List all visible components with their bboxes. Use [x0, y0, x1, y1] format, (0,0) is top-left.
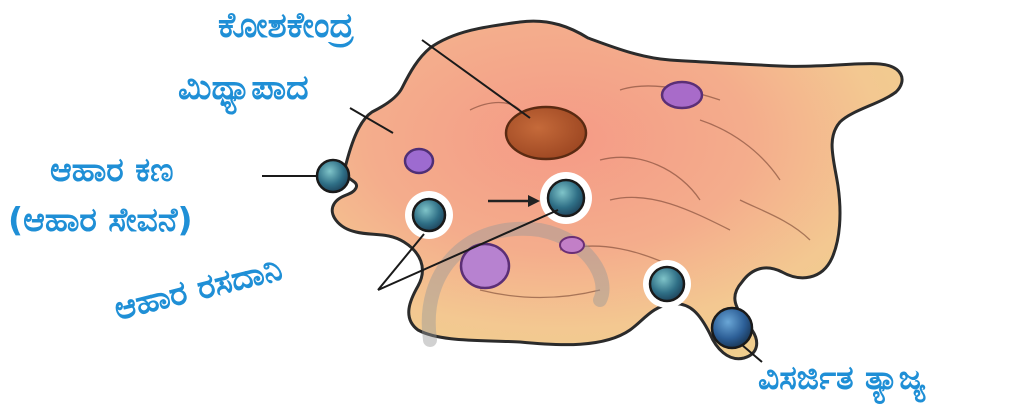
vacuole	[560, 237, 584, 253]
vacuole	[405, 149, 433, 173]
label-food-particle: ಆಹಾರ ಕಣ	[50, 150, 174, 190]
nucleus	[506, 107, 586, 159]
food-vacuole	[548, 180, 584, 216]
excreted-waste	[712, 308, 752, 348]
food-vacuole	[413, 199, 445, 231]
food-vacuole	[650, 267, 684, 301]
vacuole	[662, 82, 702, 108]
label-nucleus: ಕೋಶಕೇಂದ್ರ	[218, 6, 354, 46]
label-excreted-waste: ವಿಸರ್ಜಿತ ತ್ಯಾಜ್ಯ	[758, 358, 925, 398]
cell-body	[332, 21, 902, 359]
label-pseudopodia: ಮಿಥ್ಯಾಪಾದ	[178, 68, 309, 108]
label-ingestion: (ಆಹಾರ ಸೇವನೆ)	[8, 200, 193, 240]
food-particle	[317, 160, 349, 192]
